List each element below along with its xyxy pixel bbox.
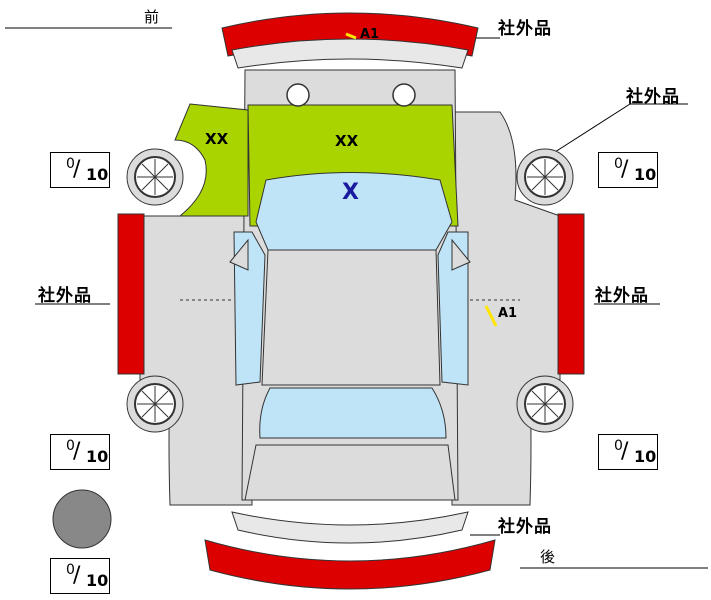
tire-tread-value: 0 [66, 156, 75, 172]
front-direction-label: 前 [144, 8, 160, 26]
tire-tread-value: 0 [66, 562, 75, 578]
tire-total-value: 10 [86, 165, 109, 184]
rear-direction-label: 後 [540, 548, 556, 566]
aftermarket-label-front-right: 社外品 [626, 87, 680, 107]
left-side-bumper [117, 213, 145, 375]
right-side-bumper [557, 213, 585, 375]
aftermarket-label-right: 社外品 [595, 286, 649, 306]
damage-code-windshield: X [342, 180, 359, 205]
tire-total-value: 10 [634, 165, 657, 184]
wheel-front-left [126, 148, 184, 206]
tire-tread-value: 0 [66, 438, 75, 454]
right-window-glass [437, 231, 469, 386]
tire-separator: / [73, 563, 81, 588]
left-mirror [229, 238, 249, 271]
right-mirror [451, 238, 471, 271]
tire-separator: / [73, 157, 81, 182]
rear-bumper-shape [204, 539, 496, 590]
wheel-front-right [516, 148, 574, 206]
damage-code-left-front-fender: XX [205, 130, 229, 148]
tire-separator: / [73, 439, 81, 464]
tire-tread-value: 0 [614, 438, 623, 454]
damage-code-front-bumper: A1 [360, 27, 380, 42]
windshield-glass [255, 172, 453, 251]
tire-box-front-right: 0 / 10 [598, 152, 658, 188]
front-bumper-scratch-mark [345, 32, 357, 40]
tire-box-rear-left: 0 / 10 [50, 434, 110, 470]
rear-window-glass [259, 387, 447, 439]
left-front-fender-panel [174, 103, 249, 217]
front-bumper-chrome [231, 38, 469, 69]
tire-separator: / [621, 157, 629, 182]
tire-tread-value: 0 [614, 156, 623, 172]
left-window-glass [233, 231, 266, 386]
tire-box-rear-right: 0 / 10 [598, 434, 658, 470]
right-headlight [392, 83, 416, 107]
damage-code-hood: XX [335, 132, 359, 150]
tire-total-value: 10 [86, 571, 109, 590]
roof-panel [261, 249, 441, 386]
tire-separator: / [621, 439, 629, 464]
aftermarket-label-left: 社外品 [38, 286, 92, 306]
wheel-rear-left [126, 375, 184, 433]
damage-code-right-rear-door: A1 [498, 306, 518, 321]
wheel-rear-right [516, 375, 574, 433]
spare-tire [52, 489, 112, 549]
trunk-panel [244, 444, 456, 501]
tire-box-front-left: 0 / 10 [50, 152, 110, 188]
tire-box-spare: 0 / 10 [50, 558, 110, 594]
leader-lines [5, 27, 708, 569]
tire-total-value: 10 [634, 447, 657, 466]
aftermarket-label-rear: 社外品 [498, 517, 552, 537]
tire-total-value: 10 [86, 447, 109, 466]
rear-bumper-chrome [231, 511, 469, 544]
right-door-scratch-mark [484, 305, 498, 327]
left-headlight [286, 83, 310, 107]
aftermarket-label-front: 社外品 [498, 19, 552, 39]
